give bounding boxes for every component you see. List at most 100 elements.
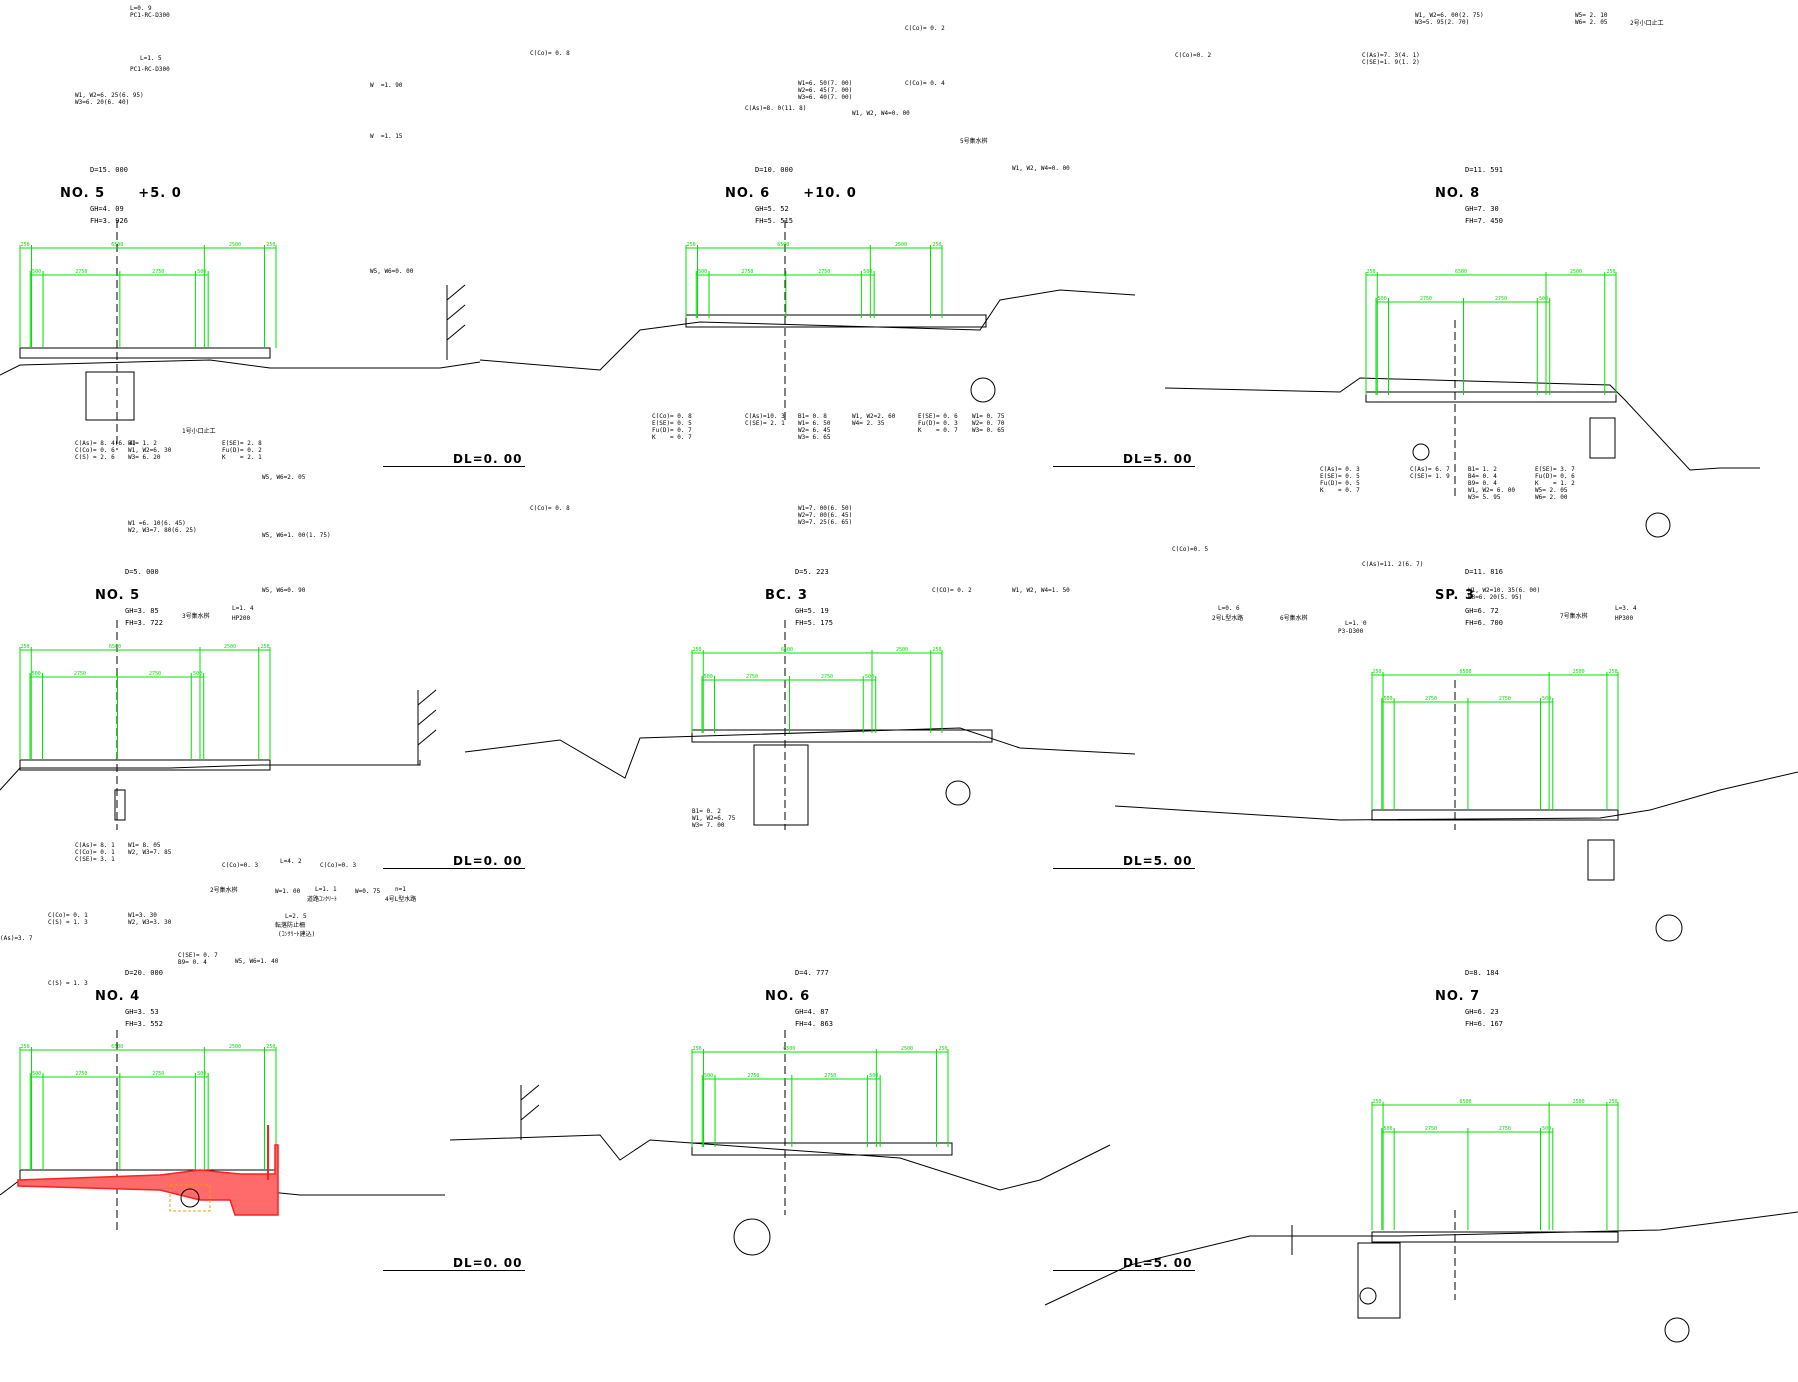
svg-text:2750: 2750 [1425, 1126, 1437, 1132]
annotation-label: B1= 0. 8 W1= 6. 50 W2= 6. 45 W3= 6. 65 [798, 413, 831, 441]
annotation-label: W1, W2=6. 25(6. 95) W3=6. 20(6. 40) [75, 92, 144, 106]
annotation-label: E(SE)= 0. 6 Fu(D)= 0. 3 K = 0. 7 [918, 413, 958, 434]
svg-text:6500: 6500 [1459, 669, 1471, 675]
annotation-label: L=3. 4 [1615, 605, 1637, 612]
svg-text:250: 250 [1609, 1099, 1618, 1105]
distance: D=11. 591 [1465, 166, 1503, 174]
svg-text:500: 500 [197, 1071, 206, 1077]
svg-text:500: 500 [32, 671, 41, 677]
annotation-label: W1, W2=10. 35(6. 00) W3=6. 20(5. 95) [1468, 587, 1541, 601]
svg-text:250: 250 [1606, 269, 1615, 275]
svg-text:250: 250 [21, 1044, 30, 1050]
svg-text:500: 500 [863, 269, 872, 275]
annotation-label: W1, W2=6. 00(2. 75) W3=5. 95(2. 70) [1415, 12, 1484, 26]
annotation-label: C(CO)= 0. 2 [932, 587, 972, 594]
ground-height: GH=4. 87 [795, 1008, 829, 1016]
section-title: NO. 7 [1435, 989, 1481, 1004]
svg-text:250: 250 [932, 242, 941, 248]
svg-text:2750: 2750 [152, 269, 164, 275]
svg-text:2500: 2500 [895, 242, 907, 248]
annotation-label: 道路ｺﾝｸﾘｰﾄ [307, 896, 338, 903]
svg-text:500: 500 [1383, 696, 1392, 702]
svg-text:2500: 2500 [1573, 1099, 1585, 1105]
svg-text:2500: 2500 [901, 1046, 913, 1052]
annotation-label: W5, W6=2. 05 [262, 474, 306, 481]
annotation-label: C(As)= 6. 7 C(SE)= 1. 9 [1410, 466, 1450, 480]
datum-level: DL=0. 00 [453, 1256, 523, 1270]
annotation-label: HP200 [232, 615, 251, 622]
ground-height: GH=6. 23 [1465, 1008, 1499, 1016]
annotation-label: C(Co)=0. 3 [222, 862, 259, 869]
svg-text:2750: 2750 [824, 1073, 836, 1079]
annotation-label: 2号集水桝 [210, 887, 238, 894]
annotation-label: W1=7. 00(6. 50) W2=7. 00(6. 45) W3=7. 25… [798, 505, 853, 526]
svg-text:500: 500 [704, 674, 713, 680]
annotation-label: HP300 [1615, 615, 1634, 622]
datum-line [383, 1270, 525, 1271]
formation-height: FH=3. 552 [125, 1020, 163, 1028]
section-title: NO. 5 [95, 588, 141, 603]
svg-text:500: 500 [32, 269, 41, 275]
annotation-label: W1= 0. 75 W2= 0. 70 W3= 0. 65 [972, 413, 1005, 434]
annotation-label: 4号L型水路 [385, 896, 417, 903]
formation-height: FH=3. 722 [125, 619, 163, 627]
svg-text:250: 250 [692, 647, 701, 653]
annotation-label: L=0. 6 [1218, 605, 1240, 612]
ground-height: GH=4. 09 [90, 205, 124, 213]
datum-line [1053, 868, 1195, 869]
annotation-label: W5= 2. 10 W6= 2. 05 [1575, 12, 1608, 26]
annotation-label: W1 =6. 10(6. 45) W2, W3=7. 80(6. 25) [128, 520, 197, 534]
annotation-label: W1, W2, W4=0. 00 [852, 110, 910, 117]
svg-text:2750: 2750 [746, 674, 758, 680]
ground-height: GH=3. 85 [125, 607, 159, 615]
svg-text:250: 250 [21, 242, 30, 248]
datum-line [1053, 466, 1195, 467]
svg-text:2750: 2750 [74, 671, 86, 677]
svg-text:500: 500 [1542, 696, 1551, 702]
annotation-label: W1=6. 50(7. 00) W2=6. 45(7. 00) W3=6. 40… [798, 80, 853, 101]
annotation-label: W=1. 00 [275, 888, 301, 895]
section-title: NO. 8 [1435, 186, 1481, 201]
svg-text:500: 500 [1539, 296, 1548, 302]
annotation-label: C(Co)= 0. 1 C(S) = 1. 3 [48, 912, 88, 926]
formation-height: FH=5. 175 [795, 619, 833, 627]
svg-text:500: 500 [32, 1071, 41, 1077]
annotation-label: W1, W2, W4=0. 00 [1012, 165, 1070, 172]
annotation-label: C(Co)= 0. 8 [530, 505, 570, 512]
svg-text:250: 250 [1372, 669, 1381, 675]
annotation-label: C(Co)= 0. 4 [905, 80, 945, 87]
svg-text:500: 500 [1383, 1126, 1392, 1132]
annotation-label: W =1. 90 [370, 82, 403, 89]
svg-text:500: 500 [1542, 1126, 1551, 1132]
annotation-label: PC1-RC-D300 [130, 66, 170, 73]
annotation-label: C(Co)= 0. 8 [530, 50, 570, 57]
distance: D=4. 777 [795, 969, 829, 977]
distance: D=10. 000 [755, 166, 793, 174]
datum-line [383, 466, 525, 467]
annotation-label: C(Co)=0. 5 [1172, 546, 1209, 553]
svg-text:2750: 2750 [1499, 1126, 1511, 1132]
ground-height: GH=5. 52 [755, 205, 789, 213]
annotation-label: W1, W2, W4=1. 50 [1012, 587, 1070, 594]
svg-text:2750: 2750 [1425, 696, 1437, 702]
annotation-label: 6号集水桝 [1280, 615, 1308, 622]
datum-line [383, 868, 525, 869]
annotation-label: (ｺﾝｸﾘｰﾄ建込) [278, 931, 316, 938]
annotation-label: C(As)=7. 3(4. 1) C(SE)=1. 9(1. 2) [1362, 52, 1420, 66]
svg-text:2500: 2500 [1573, 669, 1585, 675]
annotation-label: B1= 0. 2 W1, W2=6. 75 W3= 7. 00 [692, 808, 736, 829]
annotation-label: C(Co)= 0. 2 [905, 25, 945, 32]
datum-level: DL=0. 00 [453, 854, 523, 868]
annotation-label: C(As)=8. 0(11. 8) [745, 105, 807, 112]
annotation-label: W5, W6=1. 00(1. 75) [262, 532, 331, 539]
annotation-label: C(S) = 1. 3 [48, 980, 88, 987]
annotation-label: W1= 8. 05 W2, W3=7. 85 [128, 842, 172, 856]
section-title: NO. 6 [765, 989, 811, 1004]
annotation-label: W1, W2=2. 60 W4= 2. 35 [852, 413, 896, 427]
formation-height: FH=4. 863 [795, 1020, 833, 1028]
datum-line [1053, 1270, 1195, 1271]
formation-height: FH=6. 700 [1465, 619, 1503, 627]
distance: D=15. 000 [90, 166, 128, 174]
annotation-label: 7号集水桝 [1560, 613, 1588, 620]
